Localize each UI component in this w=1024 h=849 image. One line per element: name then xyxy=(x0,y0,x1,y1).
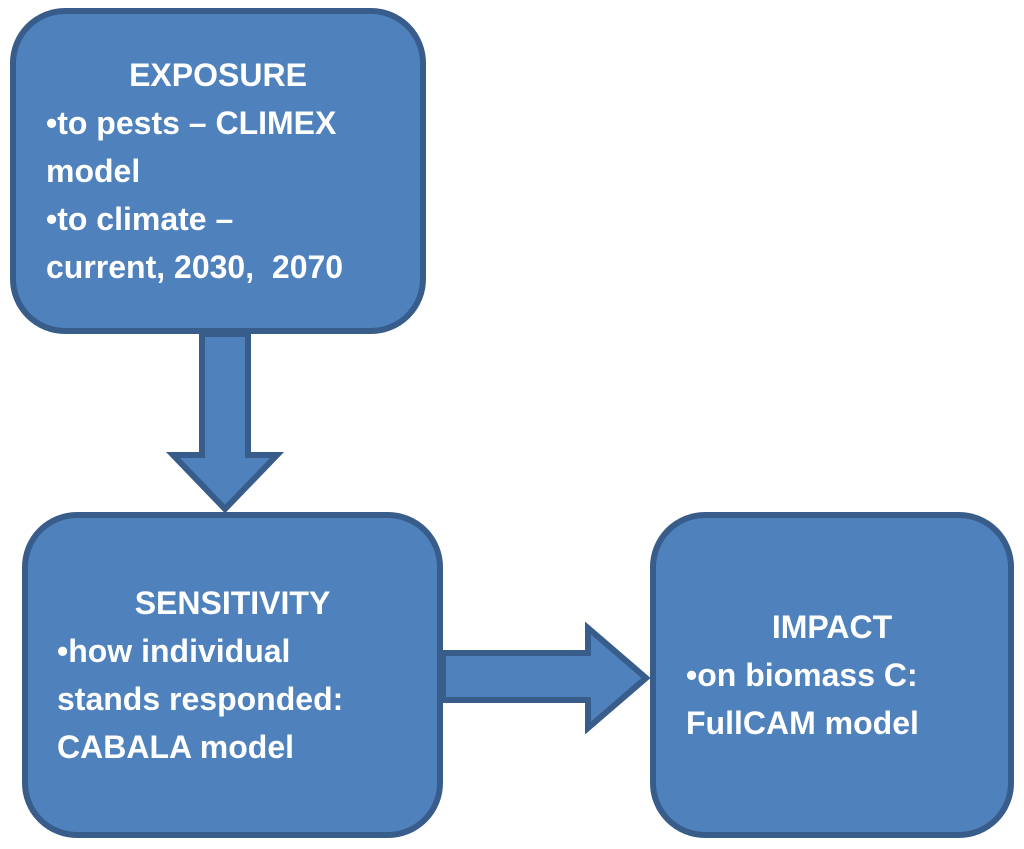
exposure-bullet-line: model xyxy=(46,153,141,189)
impact-box: IMPACT •on biomass C: FullCAM model xyxy=(650,512,1014,838)
exposure-bullet-line: •to pests – CLIMEX xyxy=(46,105,337,141)
sensitivity-box: SENSITIVITY •how individual stands respo… xyxy=(22,512,443,838)
impact-title: IMPACT xyxy=(771,609,893,645)
impact-bullet-line: FullCAM model xyxy=(686,705,919,741)
sensitivity-bullet-line: •how individual xyxy=(57,633,291,669)
sensitivity-bullet-line: stands responded: xyxy=(57,681,344,717)
exposure-bullet-line: •to climate – xyxy=(46,201,234,237)
down-arrow-icon xyxy=(165,331,285,514)
right-arrow-icon xyxy=(440,621,651,735)
exposure-box: EXPOSURE •to pests – CLIMEX model •to cl… xyxy=(10,8,426,334)
sensitivity-title: SENSITIVITY xyxy=(134,585,331,621)
exposure-bullet-line: current, 2030, 2070 xyxy=(46,249,344,285)
impact-bullet-line: •on biomass C: xyxy=(686,657,918,693)
sensitivity-bullet-line: CABALA model xyxy=(57,729,295,765)
exposure-title: EXPOSURE xyxy=(129,57,307,93)
